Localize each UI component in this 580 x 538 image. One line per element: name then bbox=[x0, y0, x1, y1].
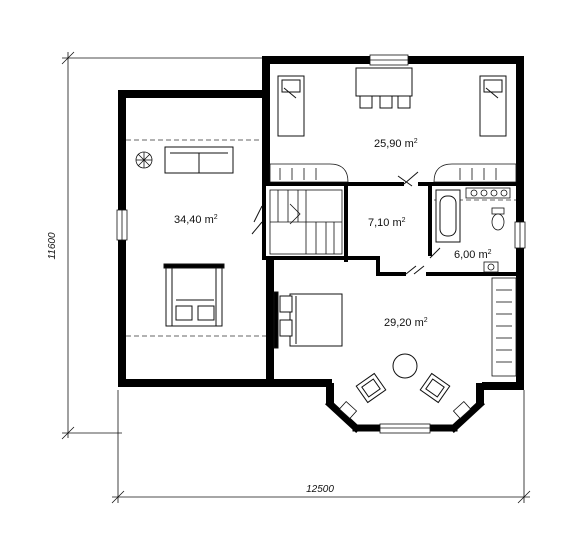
doors bbox=[251, 171, 441, 275]
room-area-bath: 6,00 m2 bbox=[454, 249, 492, 261]
single-bed-left-icon bbox=[277, 75, 305, 137]
armchair-right-icon bbox=[419, 372, 451, 404]
interior-walls bbox=[262, 182, 518, 276]
width-dimension-label: 12500 bbox=[306, 484, 334, 495]
armchair-left-icon bbox=[355, 372, 387, 404]
windows bbox=[116, 54, 526, 434]
wardrobe-top-right-icon bbox=[433, 163, 517, 183]
double-bed-right-icon bbox=[273, 291, 343, 349]
roof-lines bbox=[126, 139, 516, 337]
plant-icon bbox=[135, 151, 153, 169]
round-table-icon bbox=[392, 353, 418, 379]
outer-walls bbox=[118, 56, 524, 405]
room-area-bedroom-bottom: 29,20 m2 bbox=[384, 317, 428, 329]
double-bed-left-icon bbox=[163, 263, 225, 327]
toilet-icon bbox=[491, 207, 505, 231]
desk-icon bbox=[355, 67, 413, 97]
wardrobe-right-icon bbox=[491, 277, 517, 377]
bathtub-icon bbox=[435, 189, 461, 243]
sink-icon bbox=[465, 187, 511, 199]
room-area-attic: 34,40 m2 bbox=[174, 214, 218, 226]
staircase-icon bbox=[269, 189, 343, 255]
wardrobe-top-left-icon bbox=[269, 163, 349, 183]
chairs-icon bbox=[359, 95, 411, 109]
height-dimension-label: 11600 bbox=[47, 232, 58, 260]
sofa-icon bbox=[164, 146, 234, 174]
single-bed-right-icon bbox=[479, 75, 507, 137]
room-area-hall: 7,10 m2 bbox=[368, 217, 406, 229]
room-area-bedroom-top: 25,90 m2 bbox=[374, 138, 418, 150]
washbasin-icon bbox=[483, 261, 499, 273]
